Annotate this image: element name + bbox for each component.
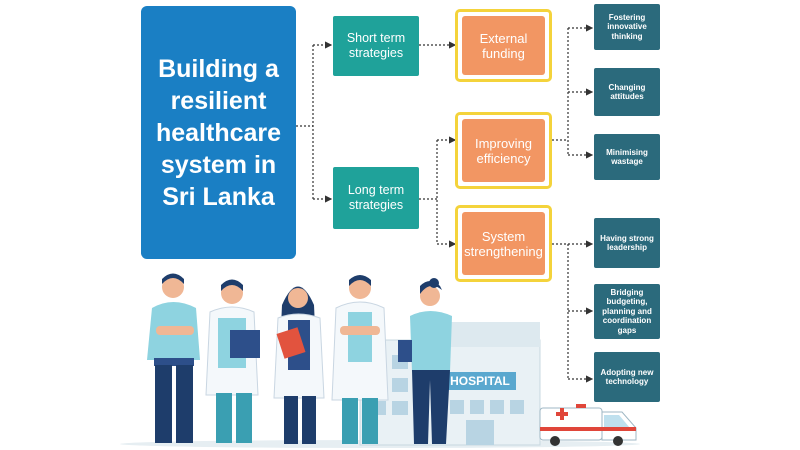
outcome-label: Minimising wastage xyxy=(606,147,648,167)
outcome-box: Fostering innovative thinking xyxy=(594,4,660,50)
outcome-box: Changing attitudes xyxy=(594,68,660,116)
system-strengthening-label: System strengthening xyxy=(462,212,545,275)
external-funding-box: External funding xyxy=(455,9,552,82)
improving-efficiency-label: Improving efficiency xyxy=(462,119,545,182)
system-strengthening-box: System strengthening xyxy=(455,205,552,282)
outcome-box: Having strong leadership xyxy=(594,218,660,268)
short-term-strategies-box: Short term strategies xyxy=(333,16,419,76)
title-text: Building a resilient healthcare system i… xyxy=(155,54,282,211)
outcome-label: Changing attitudes xyxy=(608,82,646,102)
outcome-box: Adopting new technology xyxy=(594,352,660,402)
title-box: Building a resilient healthcare system i… xyxy=(141,6,296,259)
outcome-label: Having strong leadership xyxy=(600,233,654,253)
outcome-label: Adopting new technology xyxy=(600,367,654,387)
outcome-label: Fostering innovative thinking xyxy=(607,12,647,41)
external-funding-label: External funding xyxy=(462,16,545,75)
outcome-box: Minimising wastage xyxy=(594,134,660,180)
outcome-box: Bridging budgeting, planning and coordin… xyxy=(594,284,660,339)
long-term-label: Long term strategies xyxy=(347,183,405,212)
short-term-label: Short term strategies xyxy=(346,31,406,60)
long-term-strategies-box: Long term strategies xyxy=(333,167,419,229)
improving-efficiency-box: Improving efficiency xyxy=(455,112,552,189)
outcome-label: Bridging budgeting, planning and coordin… xyxy=(602,287,652,335)
